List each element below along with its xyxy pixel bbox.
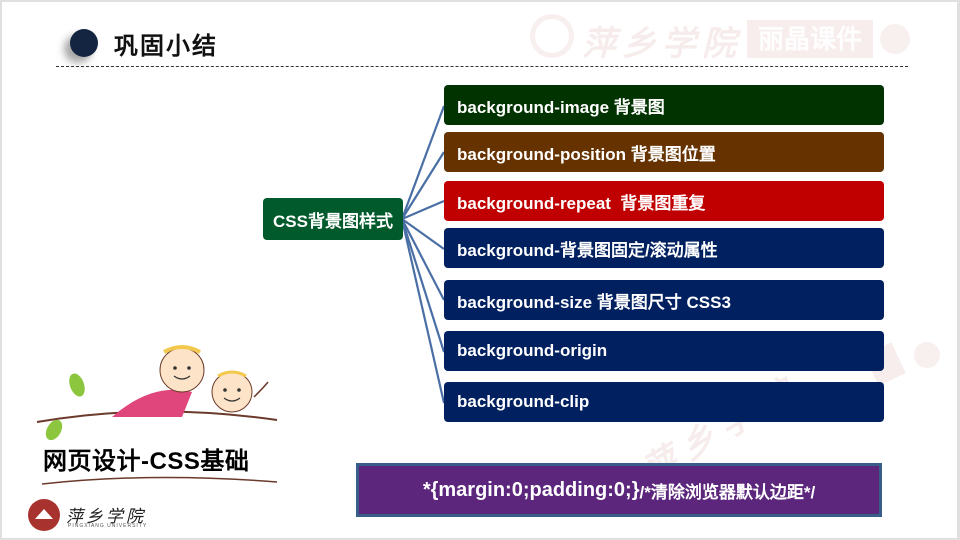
watermark-badge: 丽晶课件 [747, 20, 873, 58]
title-bullet-icon [70, 29, 98, 57]
code-note-comment: /*清除浏览器默认边距*/ [639, 482, 816, 502]
code-note-code: *{margin:0;padding:0;} [422, 478, 640, 501]
watermark-school-name: 萍乡学院 [582, 24, 742, 64]
course-label: 网页设计-CSS基础 [43, 448, 250, 475]
mindmap-node-background-clip: background-clip [444, 382, 884, 422]
university-logo-icon [28, 499, 60, 531]
mindmap-node-background-position: background-position 背景图位置 [444, 132, 884, 172]
mindmap-node-background-size: background-size 背景图尺寸 CSS3 [444, 280, 884, 320]
university-subtitle: PINGXIANG UNIVERSITY [68, 523, 148, 529]
watermark-cloud-icon-secondary [914, 342, 940, 368]
mindmap-node-background-origin: background-origin [444, 331, 884, 371]
mindmap-root-node: CSS背景图样式 [263, 198, 403, 240]
watermark-cloud-icon [880, 24, 910, 54]
university-name: 萍乡学院 [66, 507, 146, 527]
watermark-seal-icon [530, 14, 574, 58]
mindmap-node-background-image: background-image 背景图 [444, 85, 884, 125]
kids-illustration [36, 345, 278, 485]
page-title: 巩固小结 [114, 33, 218, 60]
mindmap-node-background-repeat: background-repeat 背景图重复 [444, 181, 884, 221]
mindmap-node-background-attachment: background-背景图固定/滚动属性 [444, 228, 884, 268]
title-divider [56, 66, 908, 67]
code-note-box: *{margin:0;padding:0;} /*清除浏览器默认边距*/ [356, 463, 882, 517]
